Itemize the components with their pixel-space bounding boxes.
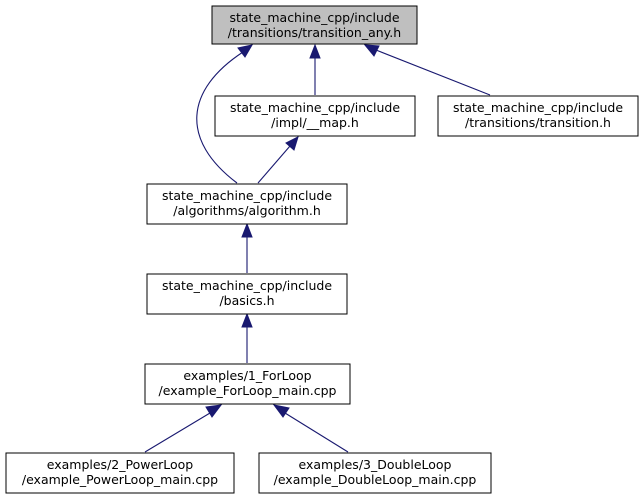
node-basics-line1: state_machine_cpp/include bbox=[162, 278, 332, 293]
node-impl-map-line1: state_machine_cpp/include bbox=[230, 100, 400, 115]
edges bbox=[144, 43, 491, 453]
node-doubleloop[interactable]: examples/3_DoubleLoop /example_DoubleLoo… bbox=[258, 452, 492, 494]
node-impl-map[interactable]: state_machine_cpp/include /impl/__map.h bbox=[214, 95, 416, 137]
edge-doubleloop-to-forloop bbox=[284, 412, 349, 453]
node-transition-line1: state_machine_cpp/include bbox=[453, 100, 623, 115]
node-algorithm-line1: state_machine_cpp/include bbox=[162, 188, 332, 203]
node-doubleloop-line1: examples/3_DoubleLoop bbox=[299, 457, 452, 472]
node-forloop[interactable]: examples/1_ForLoop /example_ForLoop_main… bbox=[144, 363, 351, 405]
edge-arrow-doubleloop bbox=[272, 404, 290, 418]
node-powerloop[interactable]: examples/2_PowerLoop /example_PowerLoop_… bbox=[5, 452, 235, 494]
edge-arrow-algorithm-any bbox=[237, 44, 254, 58]
edge-arrow-algorithm-map bbox=[285, 136, 299, 151]
node-forloop-line2: /example_ForLoop_main.cpp bbox=[159, 383, 337, 398]
node-transition-any-line1: state_machine_cpp/include bbox=[229, 10, 399, 25]
edge-arrow-impl-map bbox=[309, 43, 321, 59]
node-basics-line2: /basics.h bbox=[219, 293, 274, 308]
node-forloop-line1: examples/1_ForLoop bbox=[183, 368, 311, 383]
node-transition-line2: /transitions/transition.h bbox=[465, 115, 611, 130]
node-transition-any[interactable]: state_machine_cpp/include /transitions/t… bbox=[211, 5, 418, 45]
node-basics[interactable]: state_machine_cpp/include /basics.h bbox=[146, 273, 348, 315]
node-algorithm-line2: /algorithms/algorithm.h bbox=[173, 203, 321, 218]
node-powerloop-line1: examples/2_PowerLoop bbox=[47, 457, 194, 472]
node-impl-map-line2: /impl/__map.h bbox=[271, 115, 359, 130]
node-transition-any-line2: /transitions/transition_any.h bbox=[228, 25, 401, 40]
node-algorithm[interactable]: state_machine_cpp/include /algorithms/al… bbox=[146, 183, 348, 225]
edge-powerloop-to-forloop bbox=[144, 412, 211, 453]
edge-arrow-basics bbox=[241, 222, 253, 238]
edge-arrow-transition bbox=[363, 44, 380, 57]
node-doubleloop-line2: /example_DoubleLoop_main.cpp bbox=[274, 472, 477, 487]
edge-arrow-powerloop bbox=[205, 404, 223, 418]
edge-algorithm-to-impl-map bbox=[257, 145, 291, 184]
edge-algorithm-to-transition-any bbox=[196, 51, 244, 184]
node-transition[interactable]: state_machine_cpp/include /transitions/t… bbox=[437, 95, 639, 137]
edge-transition-to-transition-any bbox=[375, 49, 491, 96]
edge-arrow-forloop bbox=[241, 312, 253, 328]
node-powerloop-line2: /example_PowerLoop_main.cpp bbox=[22, 472, 218, 487]
